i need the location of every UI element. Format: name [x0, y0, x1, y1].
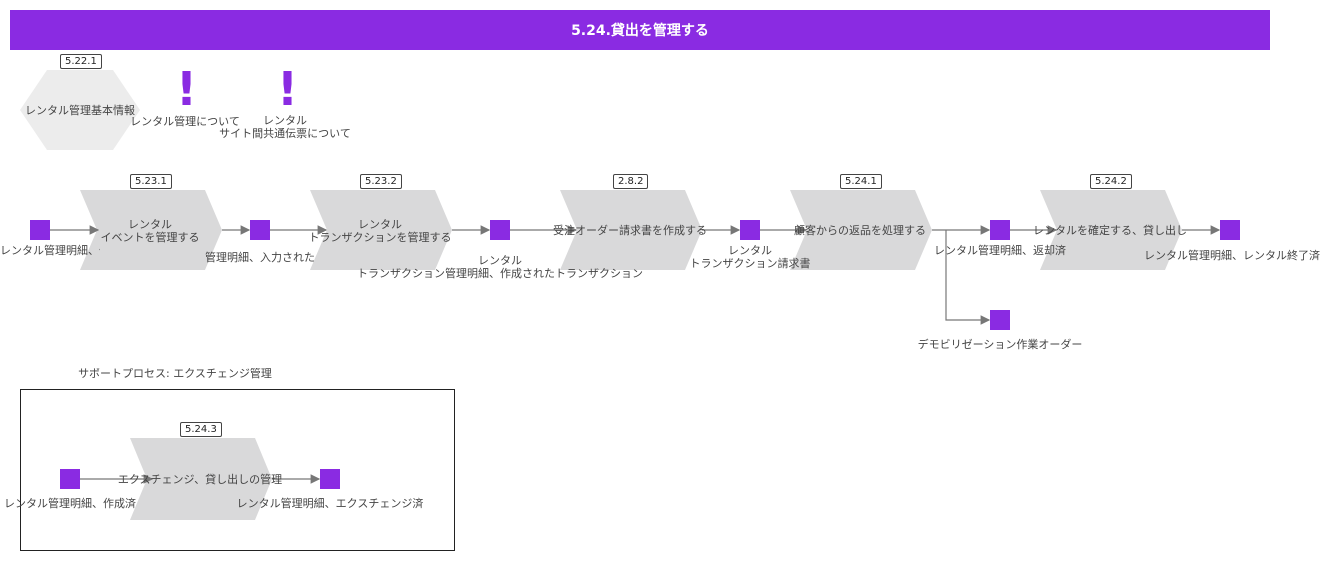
info-label: レンタル管理基本情報 — [25, 104, 135, 117]
data-object-2[interactable] — [250, 220, 270, 240]
support-input-label: レンタル管理明細、作成済 — [4, 497, 136, 510]
process-badge-2: 5.23.2 — [360, 174, 402, 189]
process-chevron-5[interactable] — [1040, 190, 1182, 270]
support-process-label: エクスチェンジ、貸し出しの管理 — [117, 473, 283, 486]
process-label-1-line1: レンタル — [128, 218, 172, 231]
data-object-3[interactable] — [490, 220, 510, 240]
info-hexagon[interactable] — [20, 70, 140, 150]
process-label-2-line2: トランザクションを管理する — [308, 231, 452, 244]
process-label-5: レンタルを確定する、貸し出し — [1033, 224, 1187, 237]
data-object-5[interactable] — [990, 220, 1010, 240]
support-process-chevron[interactable] — [130, 438, 272, 520]
data-object-1[interactable] — [30, 220, 50, 240]
diagram-title-bar: 5.24.貸出を管理する — [10, 10, 1270, 50]
process-badge-4: 5.24.1 — [840, 174, 882, 189]
process-chevron-4[interactable] — [790, 190, 932, 270]
note-label-2-line1: レンタル — [263, 114, 307, 127]
process-badge-1: 5.23.1 — [130, 174, 172, 189]
process-label-2-line1: レンタル — [358, 218, 402, 231]
diagram-title: 5.24.貸出を管理する — [571, 23, 709, 39]
data-object-label-6: レンタル管理明細、レンタル終了済 — [1144, 249, 1320, 262]
process-chevron-1[interactable] — [80, 190, 222, 270]
note-label-1: レンタル管理について — [130, 115, 240, 128]
data-object-6[interactable] — [1220, 220, 1240, 240]
process-chevron-2[interactable] — [310, 190, 452, 270]
process-badge-5: 5.24.2 — [1090, 174, 1132, 189]
data-object-label-3-line1: レンタル — [478, 254, 522, 267]
info-badge: 5.22.1 — [60, 54, 102, 69]
support-output-data-object[interactable] — [320, 469, 340, 489]
data-object-label-3-line2: トランザクション管理明細、作成されたトランザクション — [357, 267, 643, 280]
data-object-label-5: レンタル管理明細、返却済 — [934, 244, 1066, 257]
data-object-label-4-line1: レンタル — [728, 244, 772, 257]
support-lane-frame — [20, 389, 455, 551]
data-object-4[interactable] — [740, 220, 760, 240]
process-badge-3: 2.8.2 — [613, 174, 649, 189]
data-object-label-1: レンタル管理明細、作成済 — [0, 244, 100, 257]
process-chevron-3[interactable] — [560, 190, 702, 270]
process-label-4: 顧客からの返品を処理する — [794, 224, 926, 237]
data-object-label-7: デモビリゼーション作業オーダー — [917, 338, 1083, 351]
data-object-label-4-line2: トランザクション請求書 — [689, 257, 811, 270]
exclamation-icon[interactable]: ! — [277, 62, 298, 116]
support-input-data-object[interactable] — [60, 469, 80, 489]
exclamation-icon[interactable]: ! — [176, 62, 197, 116]
support-lane-title: サポートプロセス: エクスチェンジ管理 — [78, 368, 272, 380]
data-object-label-2: 管理明細、入力された — [205, 251, 315, 264]
support-process-badge: 5.24.3 — [180, 422, 222, 437]
support-output-label: レンタル管理明細、エクスチェンジ済 — [236, 497, 424, 510]
data-object-7[interactable] — [990, 310, 1010, 330]
process-label-1-line2: イベントを管理する — [100, 231, 200, 244]
note-label-2-line2: サイト間共通伝票について — [219, 127, 351, 140]
process-label-3: 受注オーダー請求書を作成する — [553, 224, 707, 237]
flow-connectors — [50, 225, 1221, 484]
